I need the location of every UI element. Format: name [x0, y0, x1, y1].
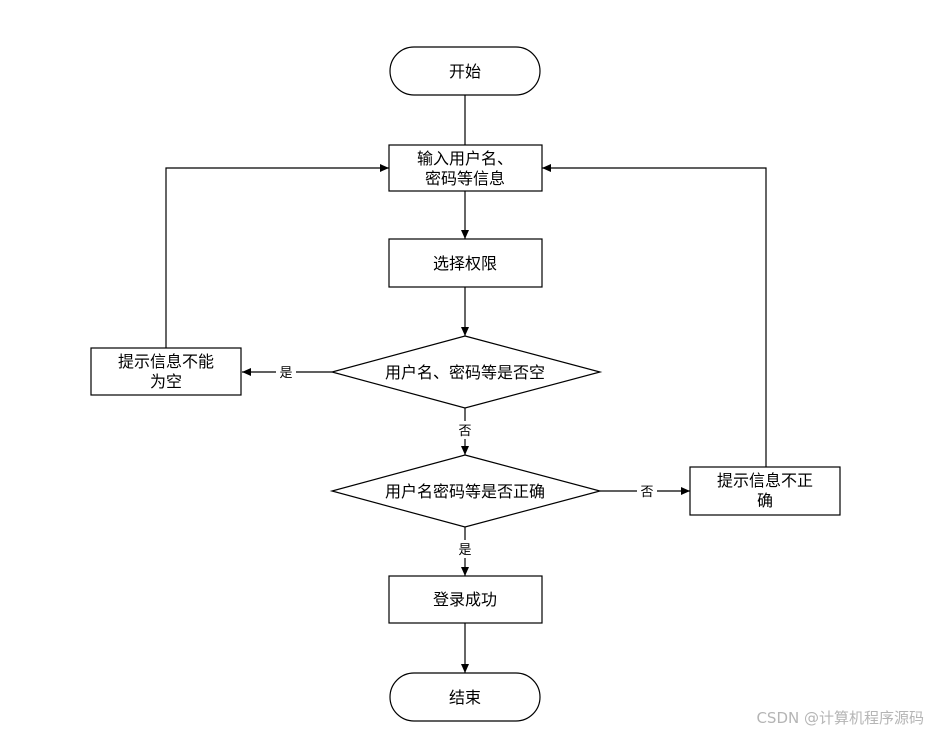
empty-check-diamond: [329, 335, 603, 409]
empty-message-label-line2: 为空: [150, 372, 182, 391]
correct-check-diamond: [329, 454, 603, 528]
wrong-message-box: [689, 466, 841, 516]
input-credentials-box: [388, 144, 543, 192]
edge-label-no-correct: 否: [640, 485, 653, 500]
watermark-text: CSDN @计算机程序源码: [756, 709, 924, 727]
edge-label-bg-yes-down: [456, 540, 474, 558]
empty-message-box: [90, 347, 242, 396]
empty-message-label-line1: 提示信息不能: [118, 352, 214, 371]
empty-check-label: 用户名、密码等是否空: [385, 363, 545, 382]
select-role-label: 选择权限: [433, 254, 497, 273]
edge-label-bg-yes-left: [276, 363, 296, 381]
input-credentials-label-line2: 密码等信息: [425, 169, 505, 188]
login-success-box: [388, 575, 543, 624]
login-success-label: 登录成功: [433, 590, 497, 609]
edge-label-yes-empty: 是: [279, 366, 292, 381]
select-role-box: [388, 238, 543, 288]
wrong-message-label-line2: 确: [757, 491, 773, 510]
edge-label-bg-no-right: [637, 482, 657, 500]
start-label: 开始: [449, 62, 481, 81]
end-label: 结束: [449, 688, 481, 707]
wrong-message-label-line1: 提示信息不正: [717, 471, 813, 490]
edge-label-bg-no-down: [456, 421, 474, 439]
input-credentials-label-line1: 输入用户名、: [417, 149, 513, 168]
end-terminal: [389, 672, 541, 722]
edge-wrong-msg-loop-back: [542, 164, 767, 467]
edge-label-no-empty: 否: [458, 424, 471, 439]
start-terminal: [389, 46, 541, 96]
correct-check-label: 用户名密码等是否正确: [385, 482, 545, 501]
edge-empty-msg-loop-back: [165, 164, 389, 348]
edge-label-yes-correct: 是: [458, 543, 471, 558]
